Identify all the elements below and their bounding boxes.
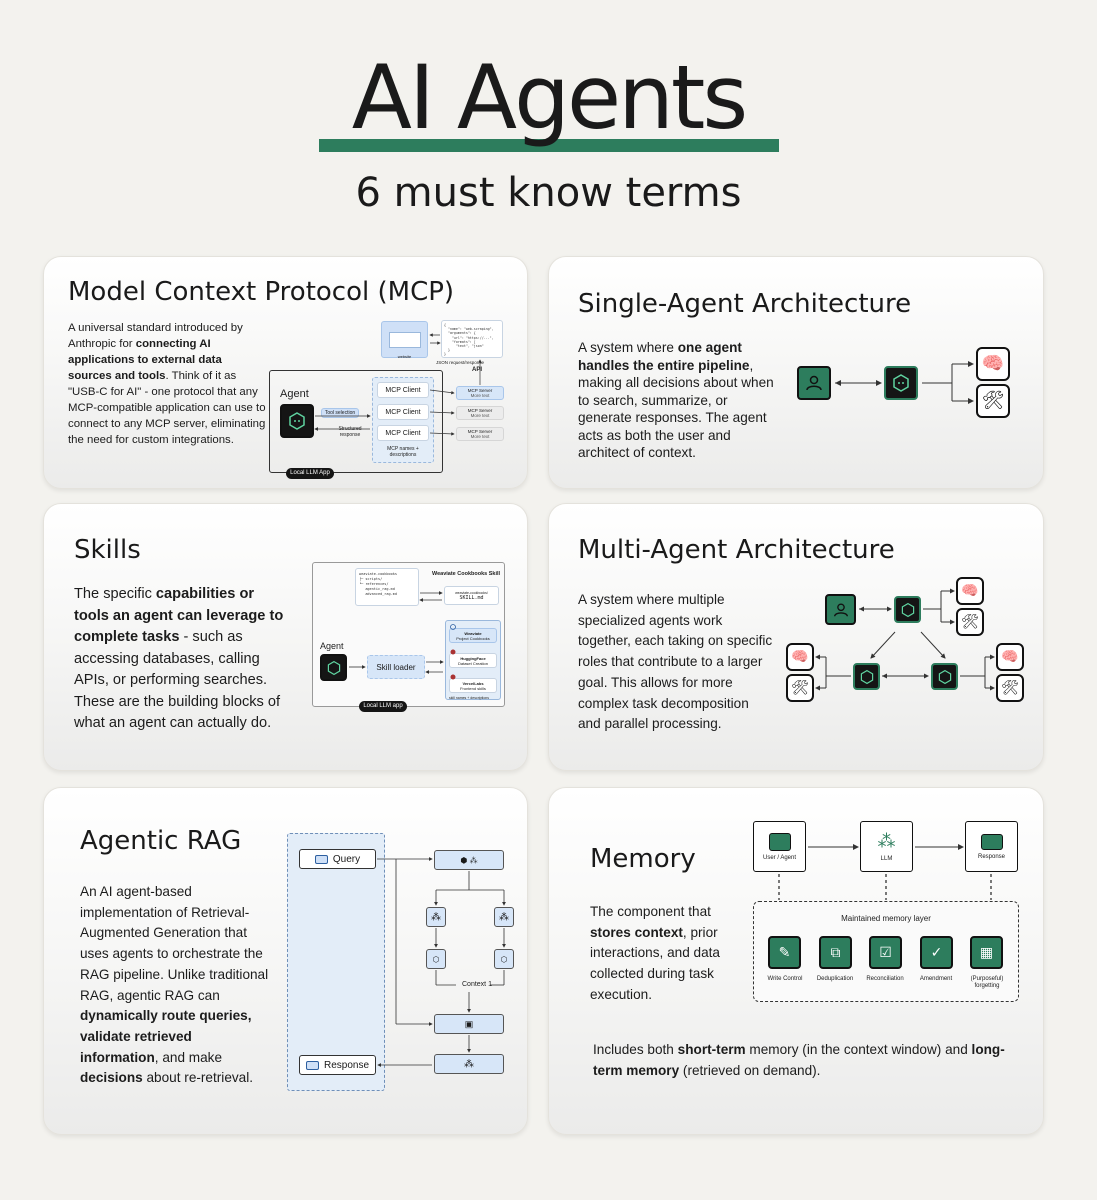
mcp-client-3: MCP Client xyxy=(377,425,429,441)
memory-footer: Includes both short-term memory (in the … xyxy=(593,1042,1005,1078)
source-node-left: ⬡ xyxy=(426,949,446,969)
brain-icon: 🧠 xyxy=(996,643,1024,671)
local-llm-app-frame xyxy=(269,370,443,473)
sub-agent-left-icon xyxy=(853,663,880,690)
agentic-rag-description: An AI agent-based implementation of Retr… xyxy=(80,884,269,1086)
user-agent-icon xyxy=(768,832,791,851)
sub-agent-right-icon xyxy=(931,663,958,690)
memory-description: The component that stores context, prior… xyxy=(590,904,720,1002)
prompt-node: ▣ xyxy=(434,1014,504,1034)
agent-robot-icon xyxy=(280,404,314,438)
website-label: website xyxy=(397,354,412,359)
card-multi-agent: Multi-Agent Architecture A system where … xyxy=(548,503,1044,771)
retriever-node-right: ⁂ xyxy=(494,907,514,927)
json-label: JSON request/response xyxy=(436,360,485,365)
card-mcp: Model Context Protocol (MCP) A universal… xyxy=(43,256,528,489)
local-llm-app-pill: Local LLM app xyxy=(359,701,407,712)
forget-icon: ▦ xyxy=(970,936,1003,969)
skill-names-label: skill names + descriptions xyxy=(449,696,489,700)
tools-icon: 🛠 xyxy=(956,608,984,636)
orchestrator-agent-icon xyxy=(894,596,921,623)
mcp-names-label: MCP names + descriptions xyxy=(387,446,419,458)
mcp-client-1: MCP Client xyxy=(377,382,429,398)
memory-layer-title: Maintained memory layer xyxy=(841,914,931,923)
title-underline xyxy=(319,139,779,152)
tools-icon: 🛠 xyxy=(976,384,1010,418)
brain-icon: 🧠 xyxy=(786,643,814,671)
file-tree: weaviate-cookbooks ├─ scripts/ └─ refere… xyxy=(355,568,419,606)
user-icon xyxy=(797,366,831,400)
skill-loader: Skill loader xyxy=(367,655,425,679)
llm-icon: ⁂ xyxy=(877,831,896,851)
mcp-connectors xyxy=(314,333,482,436)
source-node-right: ⬡ xyxy=(494,949,514,969)
reconcile-icon: ☑ xyxy=(869,936,902,969)
edit-icon: ✎ xyxy=(768,936,801,969)
single-agent-description: A system where one agent handles the ent… xyxy=(578,340,774,460)
amend-icon: ✓ xyxy=(920,936,953,969)
router-agent-node: ⬢ ⁂ xyxy=(434,850,504,870)
card-title-memory: Memory xyxy=(590,844,696,874)
rag-connectors xyxy=(377,857,506,1067)
retriever-node-left: ⁂ xyxy=(426,907,446,927)
multi-agent-connectors xyxy=(815,588,995,691)
llm-node: ⁂ xyxy=(434,1054,504,1074)
agent-label: Agent xyxy=(280,388,309,400)
single-agent-connectors xyxy=(835,361,974,404)
cookbook-title: Weaviate Cookbooks Skill xyxy=(432,571,501,577)
card-title-agentic-rag: Agentic RAG xyxy=(80,826,242,856)
tool-selection-label: Tool selection xyxy=(321,408,359,418)
api-label: API xyxy=(472,367,483,373)
brain-icon: 🧠 xyxy=(956,577,984,605)
skill-file-box: weaviate-cookbooks/ SKILL.md xyxy=(444,586,499,605)
card-agentic-rag: Agentic RAG An AI agent-based implementa… xyxy=(43,787,528,1135)
card-title-skills: Skills xyxy=(74,535,141,565)
user-icon xyxy=(825,594,856,625)
tools-icon: 🛠 xyxy=(996,674,1024,702)
card-title-mcp: Model Context Protocol (MCP) xyxy=(68,277,455,307)
chat-icon xyxy=(314,854,328,864)
rag-io-panel xyxy=(287,833,385,1091)
flow-response: Response xyxy=(965,821,1018,872)
chat-icon xyxy=(980,833,1003,850)
agent-robot-icon xyxy=(320,654,347,681)
card-title-single-agent: Single-Agent Architecture xyxy=(578,289,912,319)
card-single-agent: Single-Agent Architecture A system where… xyxy=(548,256,1044,489)
agent-robot-icon xyxy=(884,366,918,400)
tools-icon: 🛠 xyxy=(786,674,814,702)
website-thumbnail xyxy=(381,321,428,358)
json-request-box: { "name": "web-scraping", "arguments": {… xyxy=(441,320,503,358)
mcp-client-2: MCP Client xyxy=(377,404,429,420)
brain-icon: 🧠 xyxy=(976,347,1010,381)
chat-icon xyxy=(305,1060,319,1070)
skills-description: The specific capabilities or tools an ag… xyxy=(74,586,284,731)
card-title-multi-agent: Multi-Agent Architecture xyxy=(578,535,895,565)
local-llm-app-pill: Local LLM App xyxy=(286,468,334,479)
card-memory: Memory The component that stores context… xyxy=(548,787,1044,1135)
skills-connectors xyxy=(349,591,456,680)
card-skills: Skills The specific capabilities or tool… xyxy=(43,503,528,771)
query-box: Query xyxy=(299,849,376,869)
page-title: AI Agents xyxy=(351,46,748,149)
dedup-icon: ⧉ xyxy=(819,936,852,969)
memory-connectors xyxy=(778,844,992,900)
flow-user-agent: User / Agent xyxy=(753,821,806,872)
context-label: Context 1 xyxy=(462,981,492,988)
page-subtitle: 6 must know terms xyxy=(355,170,742,216)
flow-llm: ⁂ LLM xyxy=(860,821,913,872)
response-box: Response xyxy=(299,1055,376,1075)
mcp-description: A universal standard introduced by Anthr… xyxy=(68,322,266,446)
multi-agent-description: A system where multiple specialized agen… xyxy=(578,592,773,732)
agent-label: Agent xyxy=(320,641,344,651)
